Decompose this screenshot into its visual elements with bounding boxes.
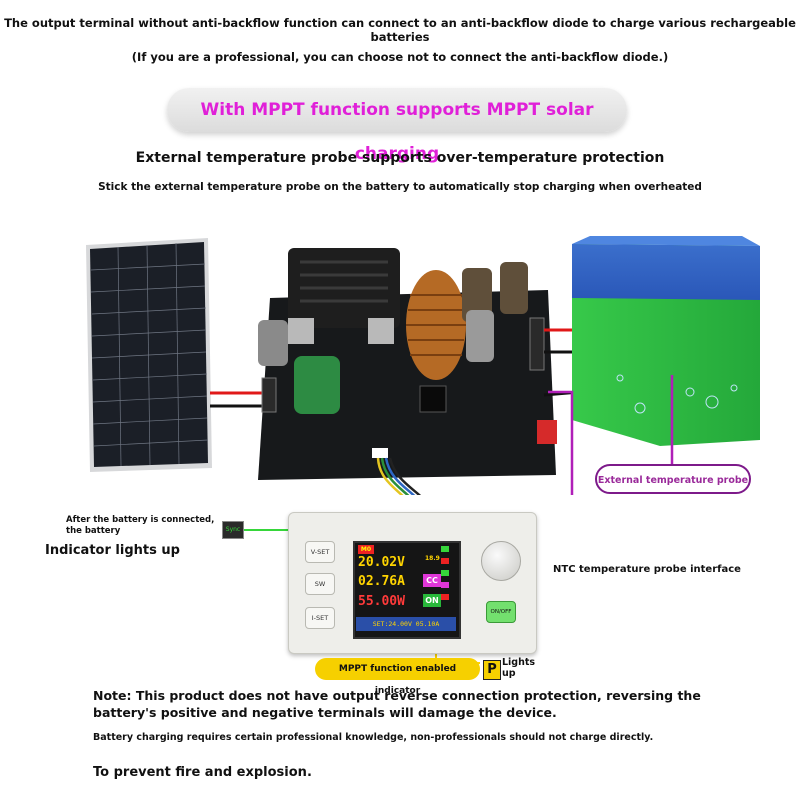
converter-board <box>258 248 557 480</box>
mppt-banner: With MPPT function supports MPPT solar c… <box>167 88 627 164</box>
current-readout: 02.76A <box>358 574 405 589</box>
signal-icon <box>441 546 449 552</box>
p-indicator-icon: P <box>483 660 501 680</box>
knowledge-note: Battery charging requires certain profes… <box>93 732 654 743</box>
product-scene <box>86 236 760 495</box>
lights-up-label: Lights up <box>502 657 536 679</box>
solar-panel <box>86 238 212 472</box>
mppt-indicator-label: MPPT function enabled indicator <box>315 658 480 696</box>
lock-icon <box>441 582 449 588</box>
rotary-knob[interactable] <box>481 541 521 581</box>
probe-title: External temperature probe supports over… <box>135 150 665 166</box>
onoff-button[interactable]: ON/OFF <box>486 601 516 623</box>
vset-button[interactable]: V-SET <box>305 541 335 563</box>
after-battery-label: After the battery is connected, the batt… <box>66 515 215 536</box>
display-panel: V-SET SW I-SET M0 18.9 20.02V 02.76A CC … <box>288 512 537 654</box>
battery-icon <box>441 570 449 576</box>
top-description: The output terminal without anti-backflo… <box>4 16 796 44</box>
cc-badge: CC <box>423 574 441 587</box>
status-icons <box>441 546 451 604</box>
mode-badge: M0 <box>358 545 374 554</box>
battery <box>572 236 760 446</box>
iset-button[interactable]: I-SET <box>305 607 335 629</box>
external-probe-label: External temperature probe <box>595 464 751 494</box>
indicator-label: Indicator lights up <box>45 543 180 558</box>
on-badge: ON <box>423 594 441 607</box>
warning-note: Note: This product does not have output … <box>93 688 701 720</box>
sun-icon <box>441 594 449 600</box>
mppt-banner-text: With MPPT function supports MPPT solar c… <box>200 100 594 164</box>
fire-warning: To prevent fire and explosion. <box>93 765 312 780</box>
power-readout: 55.00W <box>358 594 405 609</box>
probe-instruction: Stick the external temperature probe on … <box>98 181 702 193</box>
lcd-screen: M0 18.9 20.02V 02.76A CC 55.00W ON SET:2… <box>353 541 461 639</box>
sync-tag: Sync <box>222 521 244 539</box>
sw-button[interactable]: SW <box>305 573 335 595</box>
temperature-readout: 18.9 <box>425 555 440 562</box>
speaker-icon <box>441 558 449 564</box>
ribbon-cable <box>376 457 422 495</box>
ntc-interface-label: NTC temperature probe interface <box>553 564 741 575</box>
professional-note: (If you are a professional, you can choo… <box>131 50 669 64</box>
voltage-readout: 20.02V <box>358 555 405 570</box>
setpoint-readout: SET:24.00V 05.10A <box>356 617 456 631</box>
